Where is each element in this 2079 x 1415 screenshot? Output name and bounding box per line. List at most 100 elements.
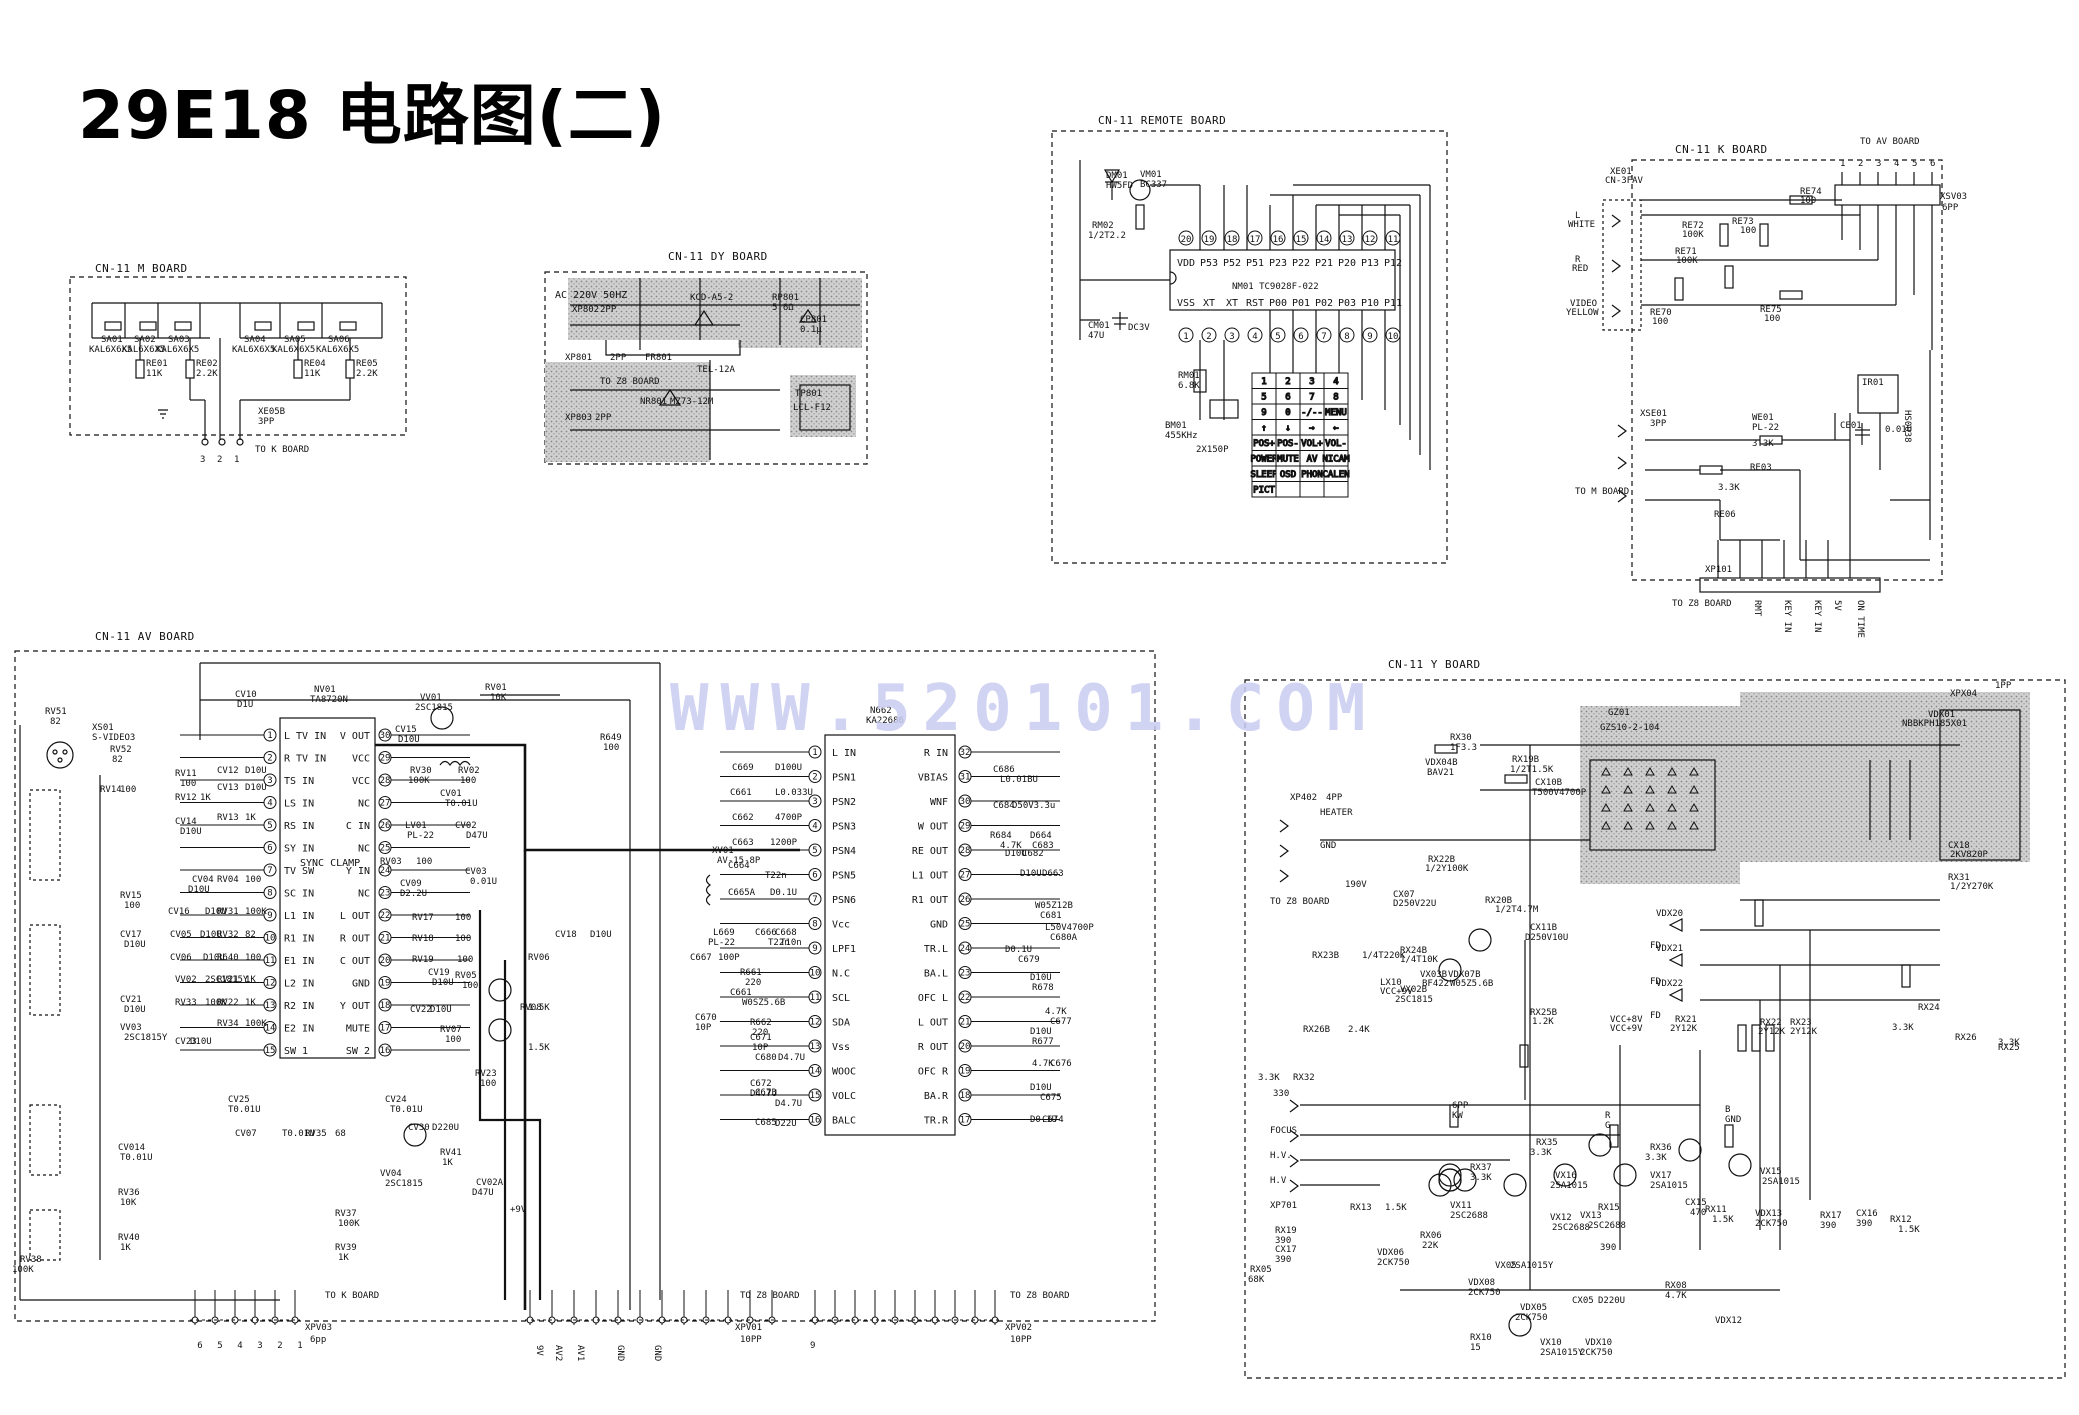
remote-part-label: 455KHz	[1165, 431, 1198, 441]
ic2-right-pin-num: 30	[960, 797, 971, 807]
y-part-label: 2SC2688	[1588, 1221, 1626, 1231]
y-part-label: VX15	[1760, 1167, 1782, 1177]
av-part-label: C684	[993, 801, 1015, 811]
av-part-label: C682	[1022, 849, 1044, 859]
ic2-right-pin-num: 27	[960, 871, 971, 881]
y-part-label: XP701	[1270, 1201, 1297, 1211]
k-part-label: RE73	[1732, 217, 1754, 227]
av-part-label: D47U	[472, 1188, 494, 1198]
av-part-label: D663	[1042, 869, 1064, 879]
ic1-right-pin-num: 19	[380, 979, 391, 989]
keypad-key-label: PHON	[1301, 470, 1323, 480]
dy-part-label: TO Z8 BOARD	[600, 377, 660, 387]
av-part-label: D1U	[237, 700, 253, 710]
keypad-key-label: CALEN	[1322, 470, 1349, 480]
remote-part-label: RM01	[1178, 371, 1200, 381]
y-part-label: 1PP	[1995, 681, 2012, 691]
k-part-label: 100	[1764, 314, 1780, 324]
k-jack-label: R	[1575, 255, 1581, 265]
k-part-label: 0.01U	[1885, 425, 1912, 435]
av-part-label: 100	[416, 857, 432, 867]
y-part-label: 1/2Y270K	[1950, 882, 1994, 892]
av-part-label: 100	[462, 981, 478, 991]
av-part-label: 100	[603, 743, 619, 753]
av-plus9-label: +9V	[510, 1205, 527, 1215]
ic2-left-pin-num: 16	[810, 1116, 821, 1126]
keypad-key-label: 3	[1309, 377, 1314, 387]
av-part-label: VV02	[175, 975, 197, 985]
av-conn-pin-label: 9V	[534, 1345, 544, 1356]
gz-diode-symbol	[1645, 766, 1655, 776]
y-part-label: VX16	[1555, 1171, 1577, 1181]
y-part-label: 2Y12K	[1758, 1027, 1786, 1037]
av-part-label: D10U	[590, 930, 612, 940]
k-to-m-label: TO M BOARD	[1575, 487, 1629, 497]
keypad-key-label: ↓	[1285, 424, 1290, 434]
ic1-right-pin-name: NC	[358, 799, 370, 810]
av-part-label: RV32	[217, 930, 239, 940]
gz-diode-symbol	[1601, 802, 1611, 812]
av-conn-pin-label: 1	[297, 1341, 302, 1351]
gz-diode-symbol	[1689, 766, 1699, 776]
k-jack-label: RED	[1572, 264, 1588, 274]
av-part-label: C675	[1040, 1093, 1062, 1103]
watermark: WWW.520101.COM	[670, 672, 1378, 746]
y-part-label: RX26	[1955, 1033, 1977, 1043]
av-part-label: 1K	[245, 998, 256, 1008]
remote-part-label: CM01	[1088, 321, 1110, 331]
av-part-label: R678	[1032, 983, 1054, 993]
m-resistor-value: 2.2K	[356, 369, 378, 379]
m-switch-part: KAL6X6X5	[89, 345, 132, 355]
k-jack-label: WHITE	[1568, 220, 1595, 230]
dy-ac-label: AC 220V 50HZ	[555, 290, 627, 301]
y-part-label: VDX12	[1715, 1316, 1742, 1326]
gz-diode-symbol	[1601, 784, 1611, 794]
remote-part-label: VM01	[1140, 170, 1162, 180]
av-part-label: RV12	[175, 793, 197, 803]
av-part-label: C661	[730, 788, 752, 798]
av-conn-pin-label: GND	[615, 1345, 625, 1361]
ic1-left-pin-num: 5	[267, 821, 272, 831]
av-part-label: 82	[112, 755, 123, 765]
remote-top-pin-num: 11	[1388, 235, 1399, 245]
remote-top-pin-num: 19	[1204, 235, 1215, 245]
ic1-right-pin-name: SW 2	[346, 1046, 370, 1057]
ic1-right-pin-name: GND	[352, 979, 370, 990]
dy-part-label: LCL-F12	[793, 403, 831, 413]
av-part-label: 100	[245, 875, 261, 885]
remote-bottom-pin	[1247, 327, 1263, 343]
av-part-label: RV40	[118, 1233, 140, 1243]
av-part-label: T0.01U	[120, 1153, 153, 1163]
y-part-label: VCC+8V	[1610, 1015, 1643, 1025]
y-board	[1244, 679, 2066, 1379]
av-part-label: D10U	[245, 783, 267, 793]
av-part-label: CV03	[465, 867, 487, 877]
keypad-cell	[1275, 481, 1301, 498]
av-part-label: C671	[750, 1033, 772, 1043]
y-part-label: 390	[1856, 1219, 1872, 1229]
k-part-label: RE71	[1675, 247, 1697, 257]
k-board	[1602, 159, 1943, 593]
ic2-left-pin-name: PSN1	[832, 773, 856, 784]
remote-bottom-pin-num: 2	[1206, 332, 1211, 342]
av-part-label: C680A	[1050, 933, 1078, 943]
y-part-label: RX26B	[1303, 1025, 1330, 1035]
gz-diode-symbol	[1667, 784, 1677, 794]
ic1-right-pin-name: Y IN	[346, 866, 370, 877]
y-part-label: TO Z8 BOARD	[1270, 897, 1330, 907]
av-part-label: R661	[740, 968, 762, 978]
keypad-key-label: VOL+	[1301, 439, 1323, 449]
av-part-label: VV04	[380, 1169, 402, 1179]
y-part-label: RX08	[1665, 1281, 1687, 1291]
y-part-label: 390	[1275, 1255, 1291, 1265]
ic2-right-pin-name: OFC L	[918, 993, 948, 1004]
k-part-label: XSE01	[1640, 409, 1667, 419]
remote-top-pin-name: P21	[1315, 258, 1333, 269]
dy-part-label: CP801	[800, 315, 827, 325]
av-part-label: RV07	[440, 1025, 462, 1035]
dy-part-label: FR801	[645, 353, 672, 363]
y-part-label: 2KV820P	[1950, 850, 1989, 860]
y-part-label: 2SA1015	[1762, 1177, 1800, 1187]
ic1-center-label: SYNC CLAMP	[300, 858, 360, 869]
y-part-label: 2CK750	[1377, 1258, 1410, 1268]
